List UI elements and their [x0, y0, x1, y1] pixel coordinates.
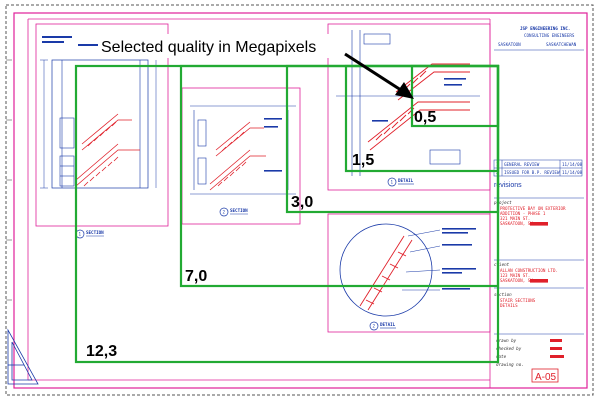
quality-label-7-0: 7,0: [185, 268, 207, 285]
title-block: JSP ENGINEERING INC. CONSULTING ENGINEER…: [493, 26, 584, 383]
section-1-title: SECTION: [86, 230, 104, 235]
firm-name: JSP ENGINEERING INC.: [520, 26, 570, 31]
left-margin-ticks: [6, 59, 12, 301]
callout-text: Selected quality in Megapixels: [101, 39, 316, 56]
section-view-2: 2 SECTION: [181, 87, 301, 225]
drawing-no-label: drawing no.: [496, 362, 524, 367]
project-line-4: SASKATOON, SK: [500, 221, 533, 226]
sheet-border: [13, 12, 588, 389]
revisions-label: revisions: [494, 182, 522, 189]
section-view-1: 1 SECTION: [35, 23, 169, 239]
client-redaction-bar: [530, 279, 548, 283]
revision-2-desc: ISSUED FOR B.P. REVIEW: [504, 170, 560, 175]
section-label: section: [494, 292, 512, 297]
project-line-3: 321 MAIN ST.: [500, 216, 530, 221]
detail-view-1: 1 DETAIL: [327, 23, 491, 191]
detail-1-marker: [387, 177, 397, 187]
detail-1-title: DETAIL: [398, 178, 414, 183]
date-label: date: [496, 354, 507, 359]
section-line-1: STAIR SECTIONS: [500, 298, 536, 303]
drawn-by-label: drawn by: [496, 338, 517, 343]
quality-label-3-0: 3,0: [291, 194, 313, 211]
detail-2-number: 2: [373, 324, 376, 329]
detail-view-2: 2 DETAIL: [327, 213, 491, 333]
section-2-title: SECTION: [230, 208, 248, 213]
project-line-2: ADDITION - PHASE 1: [500, 211, 546, 216]
sheet-number: A-05: [535, 372, 557, 383]
city-left: SASKATOON: [498, 42, 521, 47]
city-right: SASKATCHEWAN: [546, 42, 577, 47]
quality-frames: [74, 64, 500, 364]
firm-subtitle: CONSULTING ENGINEERS: [524, 33, 575, 38]
revisions-table: 1 GENERAL REVIEW 11/14/08 2 ISSUED FOR B…: [493, 159, 583, 189]
project-label: project: [494, 200, 512, 205]
corner-north-arrow: [7, 328, 39, 385]
quality-label-0-5: 0,5: [414, 109, 436, 126]
section-1-number: 1: [79, 232, 82, 237]
project-line-1: PROTECTIVE BAY ON EXTERIOR: [500, 206, 566, 211]
client-line-3: SASKATOON, SK: [500, 278, 533, 283]
checked-by-label: checked by: [496, 346, 522, 351]
revision-1-date: 11/14/08: [562, 162, 583, 167]
client-line-2: 123 MAIN ST.: [500, 273, 530, 278]
revision-1-desc: GENERAL REVIEW: [504, 162, 540, 167]
callout-background: [98, 34, 342, 58]
client-label: client: [494, 262, 510, 267]
detail-2-marker: [369, 321, 379, 331]
sheet-number-box: [531, 368, 559, 383]
client-line-1: ALLAN CONSTRUCTION LTD.: [500, 268, 558, 273]
quality-frame-7-0: [179, 64, 500, 288]
section-2-marker: [219, 207, 229, 217]
project-redaction-bar: [530, 222, 548, 226]
outer-border: [5, 4, 594, 396]
quality-label-12-3: 12,3: [86, 343, 117, 360]
detail-1-number: 1: [391, 180, 394, 185]
section-line-2: DETAILS: [500, 303, 518, 308]
detail-2-title: DETAIL: [380, 322, 396, 327]
section-2-number: 2: [223, 210, 226, 215]
revision-2-date: 11/14/08: [562, 170, 583, 175]
callout-arrow: [344, 52, 414, 99]
quality-label-1-5: 1,5: [352, 152, 374, 169]
